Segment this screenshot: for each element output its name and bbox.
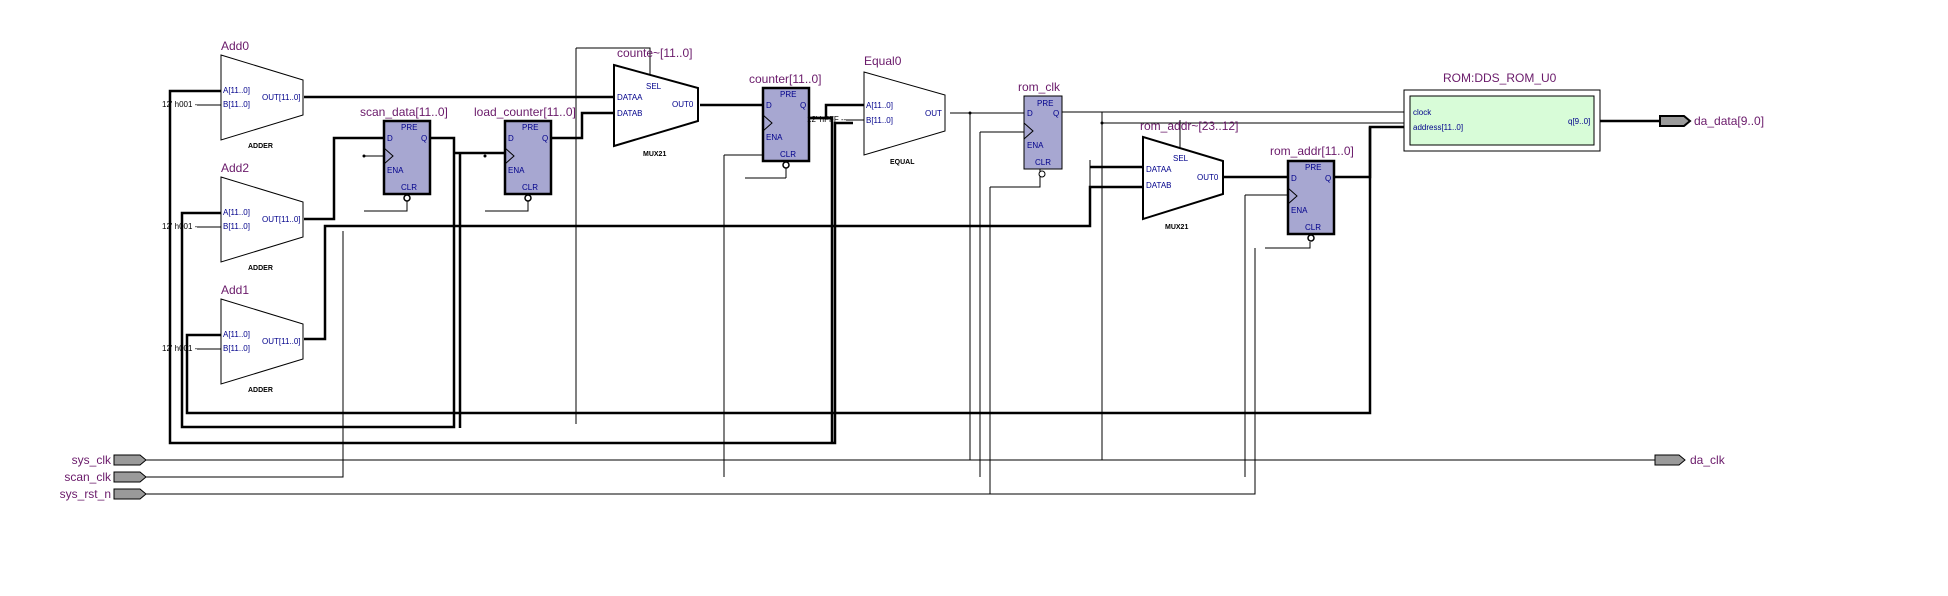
rom-addr-pin-d: D xyxy=(1291,174,1297,183)
rom-block[interactable]: ROM:DDS_ROM_U0 clock address[11..0] q[9.… xyxy=(1403,71,1601,152)
add1-pin-b: B[11..0] xyxy=(223,344,250,353)
output-da-clk[interactable]: da_clk xyxy=(1654,453,1726,467)
register-rom-clk[interactable]: rom_clk PRE D Q ENA CLR xyxy=(1018,80,1063,178)
rom-pin-clock: clock xyxy=(1413,108,1432,117)
rom-clk-name: rom_clk xyxy=(1018,80,1061,94)
load-counter-pin-ena: ENA xyxy=(508,166,525,175)
rom-addr-name: rom_addr[11..0] xyxy=(1270,144,1354,158)
add0-pin-out: OUT[11..0] xyxy=(262,93,301,102)
rom-addr-pin-ena: ENA xyxy=(1291,206,1308,215)
add2-name: Add2 xyxy=(221,161,249,175)
adder-add0[interactable]: Add0 A[11..0] B[11..0] OUT[11..0] ADDER … xyxy=(162,39,304,150)
counter-pin-pre: PRE xyxy=(780,90,796,99)
add2-pin-out: OUT[11..0] xyxy=(262,215,301,224)
scan-data-pin-ena: ENA xyxy=(387,166,404,175)
add2-pin-b: B[11..0] xyxy=(223,222,250,231)
add0-pin-a: A[11..0] xyxy=(223,86,250,95)
rom-addr-mux-pin-sel: SEL xyxy=(1173,154,1189,163)
add2-type: ADDER xyxy=(248,265,273,272)
rom-clk-pin-q: Q xyxy=(1053,109,1059,118)
rom-name: ROM:DDS_ROM_U0 xyxy=(1443,71,1557,85)
adder-add1[interactable]: Add1 A[11..0] B[11..0] OUT[11..0] ADDER … xyxy=(162,283,304,394)
rom-addr-pin-clr: CLR xyxy=(1305,223,1321,232)
counter-mux-pin-sel: SEL xyxy=(646,82,662,91)
rom-addr-mux-type: MUX21 xyxy=(1165,224,1188,231)
counter-mux-name: counte~[11..0] xyxy=(617,46,693,60)
load-counter-pin-pre: PRE xyxy=(522,123,538,132)
counter-pin-q: Q xyxy=(800,101,806,110)
rom-addr-mux-pin-datab: DATAB xyxy=(1146,181,1171,190)
counter-name: counter[11..0] xyxy=(749,72,822,86)
load-counter-name: load_counter[11..0] xyxy=(474,105,576,119)
mux-counter[interactable]: counte~[11..0] SEL DATAA DATAB OUT0 MUX2… xyxy=(613,46,699,158)
counter-mux-pin-datab: DATAB xyxy=(617,109,642,118)
rom-clk-pin-ena: ENA xyxy=(1027,141,1044,150)
scan-data-pin-pre: PRE xyxy=(401,123,417,132)
add0-const: 12' h001 -- xyxy=(162,100,200,109)
load-counter-pin-d: D xyxy=(508,134,514,143)
rom-addr-pin-pre: PRE xyxy=(1305,163,1321,172)
add2-const: 12' h001 -- xyxy=(162,222,200,231)
output-da-data[interactable]: da_data[9..0] xyxy=(1659,114,1764,128)
adder-add2[interactable]: Add2 A[11..0] B[11..0] OUT[11..0] ADDER … xyxy=(162,161,304,272)
rom-pin-q: q[9..0] xyxy=(1568,117,1590,126)
scan-data-pin-d: D xyxy=(387,134,393,143)
register-counter[interactable]: counter[11..0] PRE D Q ENA CLR xyxy=(749,72,822,178)
rom-addr-mux-pin-out: OUT0 xyxy=(1197,173,1219,182)
input-scan-clk[interactable]: scan_clk xyxy=(64,470,147,484)
counter-pin-d: D xyxy=(766,101,772,110)
da-clk-label: da_clk xyxy=(1690,453,1726,467)
comparator-equal0[interactable]: Equal0 A[11..0] B[11..0] OUT EQUAL 12' h… xyxy=(807,54,946,166)
sys-clk-label: sys_clk xyxy=(72,453,112,467)
junctions xyxy=(362,111,1104,158)
equal0-pin-a: A[11..0] xyxy=(866,101,893,110)
register-scan-data[interactable]: scan_data[11..0] PRE D Q ENA CLR xyxy=(360,105,448,212)
mux-rom-addr[interactable]: rom_addr~[23..12] SEL DATAA DATAB OUT0 M… xyxy=(1140,119,1238,231)
rom-addr-mux-pin-dataa: DATAA xyxy=(1146,165,1172,174)
counter-mux-pin-out: OUT0 xyxy=(672,100,694,109)
da-data-label: da_data[9..0] xyxy=(1694,114,1764,128)
load-counter-pin-q: Q xyxy=(542,134,548,143)
add1-pin-out: OUT[11..0] xyxy=(262,337,301,346)
register-rom-addr[interactable]: rom_addr[11..0] PRE D Q ENA CLR xyxy=(1270,144,1354,242)
counter-mux-pin-dataa: DATAA xyxy=(617,93,643,102)
load-counter-pin-clr: CLR xyxy=(522,183,538,192)
equal0-const: 12' hFFF -- xyxy=(807,115,847,124)
rom-pin-address: address[11..0] xyxy=(1413,123,1463,132)
add2-pin-a: A[11..0] xyxy=(223,208,250,217)
rom-addr-mux-name: rom_addr~[23..12] xyxy=(1140,119,1238,133)
wires xyxy=(140,47,1660,495)
add1-const: 12' h001 -- xyxy=(162,344,200,353)
add1-name: Add1 xyxy=(221,283,249,297)
register-load-counter[interactable]: load_counter[11..0] PRE D Q ENA CLR xyxy=(474,105,576,212)
rom-clk-pin-pre: PRE xyxy=(1037,99,1053,108)
scan-data-pin-clr: CLR xyxy=(401,183,417,192)
add0-type: ADDER xyxy=(248,143,273,150)
counter-pin-clr: CLR xyxy=(780,150,796,159)
add1-type: ADDER xyxy=(248,387,273,394)
sys-rst-n-label: sys_rst_n xyxy=(60,487,111,501)
rom-clk-pin-d: D xyxy=(1027,109,1033,118)
equal0-pin-out: OUT xyxy=(925,109,942,118)
input-sys-clk[interactable]: sys_clk xyxy=(72,453,147,467)
add1-pin-a: A[11..0] xyxy=(223,330,250,339)
input-sys-rst-n[interactable]: sys_rst_n xyxy=(60,487,147,501)
scan-data-name: scan_data[11..0] xyxy=(360,105,448,119)
equal0-pin-b: B[11..0] xyxy=(866,116,893,125)
counter-mux-type: MUX21 xyxy=(643,151,666,158)
scan-data-pin-q: Q xyxy=(421,134,427,143)
add0-name: Add0 xyxy=(221,39,249,53)
equal0-name: Equal0 xyxy=(864,54,902,68)
equal0-type: EQUAL xyxy=(890,159,915,166)
counter-pin-ena: ENA xyxy=(766,133,783,142)
rom-clk-pin-clr: CLR xyxy=(1035,158,1051,167)
rom-addr-pin-q: Q xyxy=(1325,174,1331,183)
add0-pin-b: B[11..0] xyxy=(223,100,250,109)
scan-clk-label: scan_clk xyxy=(64,470,112,484)
